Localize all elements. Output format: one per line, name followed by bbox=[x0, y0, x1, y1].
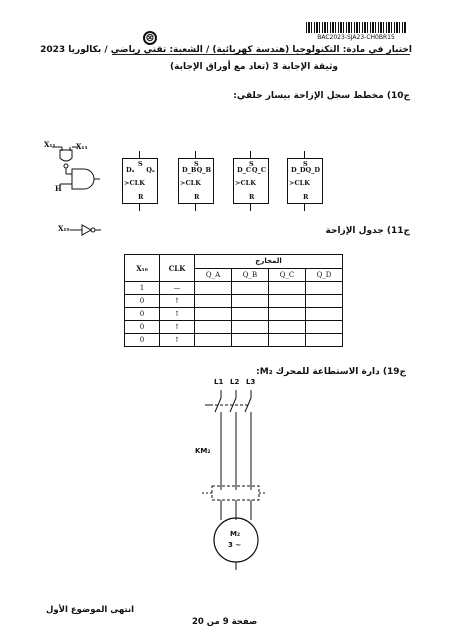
ff-b-reset-pin bbox=[195, 204, 196, 211]
header-x10: X₁₀ bbox=[124, 254, 160, 282]
flip-flop-d: D_D S Q_D >CLK R bbox=[287, 158, 323, 204]
ff-a-set-pin bbox=[139, 151, 140, 158]
question-10-label: ج10) مخطط سجل الإزاحة بيسار حلقي: bbox=[233, 91, 410, 101]
ff-b-set-pin bbox=[195, 151, 196, 158]
header-divider bbox=[112, 54, 410, 55]
and-gate bbox=[71, 168, 95, 190]
document-subtitle: وثيقة الإجابة 3 (تعاد مع أوراق الإجابة) bbox=[170, 62, 339, 72]
barcode-text: BAC2023-SJA23-CH0BR15 bbox=[317, 34, 395, 41]
barcode bbox=[306, 22, 406, 33]
contactor-km2-label: KM₂ bbox=[195, 447, 211, 455]
shift-table: X₁₀ CLK المخارج Q_A Q_B Q_C Q_D 1— 0↑ 0↑… bbox=[124, 254, 343, 347]
motor-phase: 3 ~ bbox=[228, 541, 242, 549]
or-gate-top bbox=[59, 149, 73, 162]
line-l3-label: L3 bbox=[246, 378, 256, 386]
question-19-label: ج19) دارة الاستطاعة للمحرك M₂: bbox=[256, 367, 406, 377]
ff-a-reset-pin bbox=[139, 204, 140, 211]
ff-c-reset-pin bbox=[250, 204, 251, 211]
table-row: 0↑ bbox=[124, 333, 343, 347]
flip-flop-b: D_B S Q_B >CLK R bbox=[178, 158, 214, 204]
header-outputs: المخارج bbox=[194, 254, 343, 269]
inverter-gate bbox=[81, 224, 93, 236]
line-l2-label: L2 bbox=[230, 378, 240, 386]
ff-d-set-pin bbox=[304, 151, 305, 158]
line-l1-label: L1 bbox=[214, 378, 224, 386]
table-row: 0↑ bbox=[124, 294, 343, 308]
flip-flop-a: Dₐ S Qₐ >CLK R bbox=[122, 158, 158, 204]
exam-title: اختبار في مادة: التكنولوجيا (هندسة كهربا… bbox=[40, 45, 412, 55]
input-x10-label: X₁₀ bbox=[58, 224, 70, 233]
motor-symbol bbox=[213, 517, 259, 563]
input-x11-label: X₁₁ bbox=[44, 140, 56, 149]
end-of-subject: انتهى الموضوع الأول bbox=[46, 605, 135, 615]
cancel-seal-icon: ⊗ bbox=[143, 31, 157, 45]
flip-flop-c: D_C S Q_C >CLK R bbox=[233, 158, 269, 204]
question-11-label: ج11) جدول الإزاحة bbox=[325, 226, 411, 236]
page-number: صفحة 9 من 20 bbox=[192, 617, 258, 627]
ff-d-reset-pin bbox=[304, 204, 305, 211]
motor-name: M₂ bbox=[230, 530, 241, 538]
input-h-label: H bbox=[55, 184, 62, 193]
input-x15-label: X₁₅ bbox=[76, 142, 88, 151]
answer-cell[interactable] bbox=[305, 333, 343, 347]
header-clk: CLK bbox=[159, 254, 195, 282]
ff-c-set-pin bbox=[250, 151, 251, 158]
